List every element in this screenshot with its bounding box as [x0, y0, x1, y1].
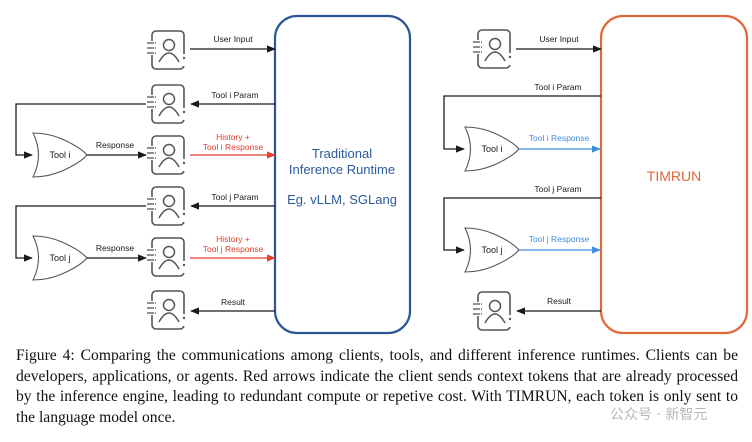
timrun-box: [599, 14, 749, 335]
traditional-runtime-box: [273, 14, 412, 335]
client-icon-user-input: [146, 30, 188, 70]
client-icon-result-right: [472, 291, 514, 331]
label-history-j-2: Tool j Response: [203, 244, 264, 254]
client-icon-tool-j-param: [146, 186, 188, 226]
loop-tool-i-param-right: [443, 95, 601, 153]
loop-tool-j: [15, 205, 146, 262]
label-response-i: Response: [96, 140, 135, 150]
label-tool-i-param: Tool i Param: [211, 90, 258, 100]
traditional-runtime-label-1: Traditional: [312, 146, 372, 161]
loop-tool-j-param-right: [443, 197, 601, 254]
label-response-j: Response: [96, 243, 135, 253]
label-history-i-2: Tool i Response: [203, 142, 264, 152]
label-user-input: User Input: [213, 34, 253, 44]
label-result: Result: [221, 297, 246, 307]
figure-caption: Figure 4: Comparing the communications a…: [16, 347, 738, 426]
loop-tool-i: [15, 103, 146, 159]
label-tool-i-response-right: Tool i Response: [529, 133, 590, 143]
label-result-right: Result: [547, 296, 572, 306]
client-icon-tool-j-response: [146, 237, 188, 277]
tool-i-label: Tool i: [49, 150, 70, 160]
timrun-label: TIMRUN: [647, 168, 701, 184]
label-tool-j-param: Tool j Param: [211, 192, 258, 202]
label-tool-i-param-right: Tool i Param: [534, 82, 581, 92]
client-icon-tool-i-response: [146, 135, 188, 175]
label-tool-j-response-right: Tool j Response: [529, 234, 590, 244]
client-icon-result: [146, 290, 188, 330]
traditional-runtime-label-2: Inference Runtime: [289, 162, 395, 177]
watermark: 公众号 · 新智元: [610, 407, 708, 423]
tool-j-label: Tool j: [49, 253, 70, 263]
comparison-diagram: Traditional Inference Runtime Eg. vLLM, …: [15, 14, 749, 335]
client-icon-tool-i-param: [146, 84, 188, 124]
client-icon-user-input-right: [472, 29, 514, 69]
label-history-j-1: History +: [216, 234, 250, 244]
traditional-runtime-example: Eg. vLLM, SGLang: [287, 192, 397, 207]
label-tool-j-param-right: Tool j Param: [534, 184, 581, 194]
tool-j-label-right: Tool j: [481, 245, 502, 255]
label-user-input-right: User Input: [539, 34, 579, 44]
label-history-i-1: History +: [216, 132, 250, 142]
tool-i-label-right: Tool i: [481, 144, 502, 154]
